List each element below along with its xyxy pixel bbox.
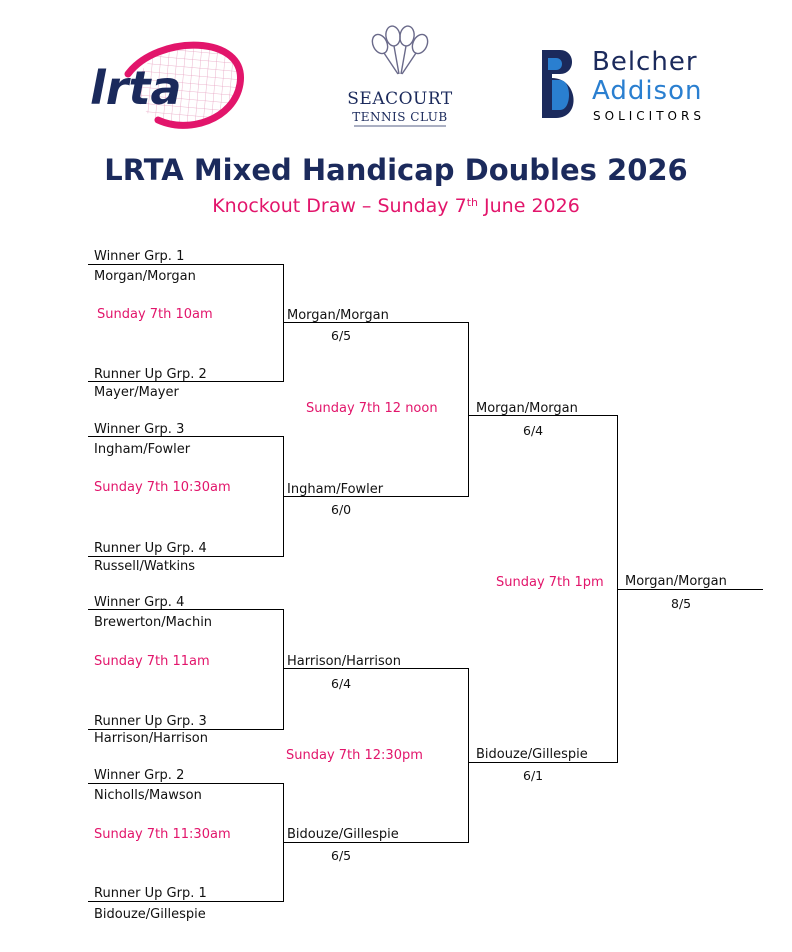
team-name: Morgan/Morgan (476, 401, 578, 416)
lrta-logo-text: lrta (90, 61, 181, 115)
subtitle-sup: th (466, 196, 478, 209)
bracket-line (283, 668, 469, 669)
team-name: Mayer/Mayer (94, 385, 179, 400)
seacourt-name: SEACOURT (347, 89, 453, 109)
seed-label: Winner Grp. 2 (94, 768, 185, 783)
bracket-line (283, 842, 469, 843)
bracket-line (617, 589, 763, 590)
match-schedule: Sunday 7th 11:30am (94, 827, 231, 842)
team-name: Harrison/Harrison (287, 654, 401, 669)
match-schedule: Sunday 7th 12:30pm (286, 748, 423, 763)
match-score: 6/0 (331, 502, 352, 517)
bracket-line (468, 415, 618, 416)
team-name: Bidouze/Gillespie (94, 907, 206, 922)
seed-label: Runner Up Grp. 2 (94, 367, 207, 382)
bracket-line (88, 729, 284, 730)
bracket-line (88, 609, 284, 610)
bracket-line (88, 381, 284, 382)
subtitle-pre: Knockout Draw – Sunday 7 (212, 195, 467, 217)
team-name: Harrison/Harrison (94, 731, 208, 746)
team-name: Morgan/Morgan (287, 308, 389, 323)
bracket-line (88, 556, 284, 557)
match-schedule: Sunday 7th 11am (94, 654, 210, 669)
bracket-line (283, 322, 469, 323)
bracket-line (283, 609, 284, 730)
team-name: Bidouze/Gillespie (476, 747, 588, 762)
seed-label: Runner Up Grp. 4 (94, 541, 207, 556)
bracket-line (283, 496, 469, 497)
subtitle-post: June 2026 (477, 195, 580, 217)
match-score: 6/4 (331, 676, 352, 691)
bracket-line (88, 783, 284, 784)
bracket-line (88, 264, 284, 265)
seacourt-logo: SEACOURT TENNIS CLUB (347, 25, 453, 127)
match-score: 6/1 (523, 768, 544, 783)
seed-label: Runner Up Grp. 1 (94, 886, 207, 901)
champion-name: Morgan/Morgan (625, 574, 727, 589)
seed-label: Winner Grp. 4 (94, 595, 185, 610)
seed-label: Winner Grp. 1 (94, 249, 185, 264)
team-name: Brewerton/Machin (94, 615, 213, 630)
page-subtitle: Knockout Draw – Sunday 7th June 2026 (0, 195, 792, 217)
match-score: 6/5 (331, 848, 352, 863)
bracket-line (283, 264, 284, 382)
lrta-logo: lrta (90, 41, 244, 129)
match-schedule: Sunday 7th 10am (97, 307, 213, 322)
page-title: LRTA Mixed Handicap Doubles 2026 (104, 153, 688, 187)
seed-label: Winner Grp. 3 (94, 422, 185, 437)
bracket-line (468, 668, 469, 843)
ba-line3: SOLICITORS (593, 109, 705, 123)
match-score: 6/4 (523, 423, 544, 438)
final-score: 8/5 (671, 596, 692, 611)
team-name: Morgan/Morgan (94, 269, 196, 284)
ba-line2: Addison (592, 76, 703, 106)
team-name: Bidouze/Gillespie (287, 827, 399, 842)
seed-label: Runner Up Grp. 3 (94, 714, 207, 729)
match-score: 6/5 (331, 328, 352, 343)
bracket-line (468, 322, 469, 497)
seacourt-sub: TENNIS CLUB (352, 110, 447, 124)
match-schedule: Sunday 7th 10:30am (94, 480, 231, 495)
team-name: Ingham/Fowler (94, 442, 191, 457)
bracket-line (468, 762, 618, 763)
bracket-line (88, 901, 284, 902)
match-schedule: Sunday 7th 1pm (496, 575, 604, 590)
ba-line1: Belcher (592, 47, 698, 77)
team-name: Russell/Watkins (94, 559, 196, 574)
team-name: Ingham/Fowler (287, 482, 384, 497)
bracket-line (88, 436, 284, 437)
match-schedule: Sunday 7th 12 noon (306, 401, 438, 416)
belcher-addison-logo: Belcher Addison SOLICITORS (542, 47, 705, 123)
team-name: Nicholls/Mawson (94, 788, 202, 803)
